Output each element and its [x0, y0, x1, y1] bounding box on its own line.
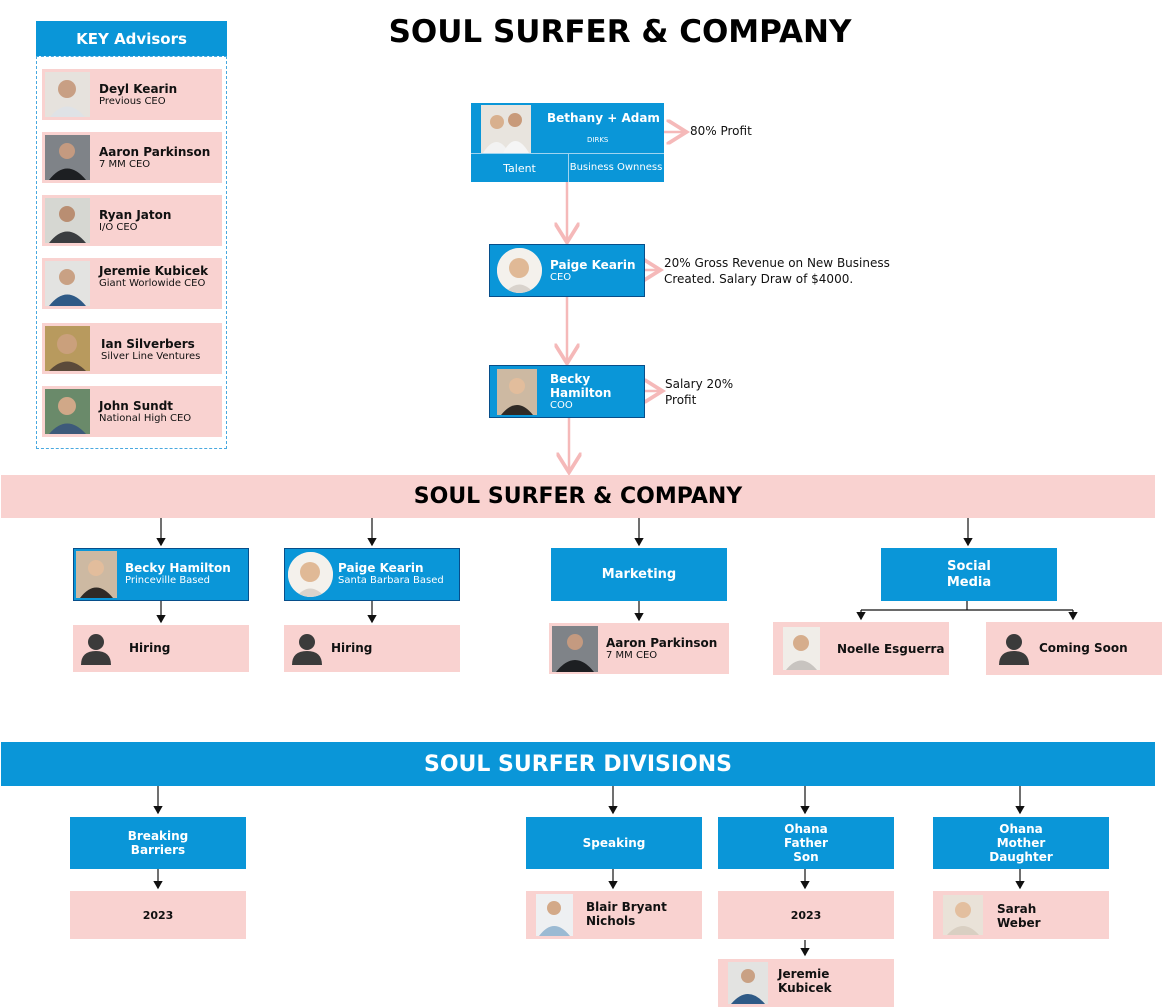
- ceo-note: 20% Gross Revenue on New Business Create…: [664, 256, 890, 286]
- person-name: Blair Bryant Nichols: [586, 900, 667, 928]
- year-card: 2023: [70, 891, 246, 939]
- company-band: SOUL SURFER & COMPANY: [1, 475, 1155, 518]
- person-photo: [76, 551, 117, 598]
- advisor-name: John Sundt: [99, 399, 174, 413]
- advisors-panel: [36, 56, 227, 449]
- advisor-name: Aaron Parkinson: [99, 145, 211, 159]
- person-photo: [45, 72, 90, 117]
- unit-sub: Princeville Based: [125, 575, 211, 586]
- division-person-card: Sarah Weber: [933, 891, 1109, 939]
- person-photo: [45, 261, 90, 306]
- year-card: 2023: [718, 891, 894, 939]
- hiring-card: Hiring: [73, 625, 249, 672]
- marketing-person-card: Aaron Parkinson 7 MM CEO: [549, 623, 729, 674]
- person-photo: [783, 627, 820, 670]
- ceo-box: Paige Kearin CEO: [489, 244, 645, 297]
- main-title: SOUL SURFER & COMPANY: [388, 14, 852, 50]
- division-speaking: Speaking: [526, 817, 702, 869]
- person-photo: [552, 626, 598, 672]
- advisor-name: Jeremie Kubicek: [99, 264, 209, 278]
- speaking-person-card: Blair Bryant Nichols: [526, 891, 702, 939]
- hiring-card: Hiring: [284, 625, 460, 672]
- coming-soon-label: Coming Soon: [1039, 641, 1128, 655]
- advisor-name: Ian Silverbers: [101, 337, 195, 351]
- advisor-role: I/O CEO: [99, 222, 138, 233]
- coo-name: Becky Hamilton: [550, 372, 612, 400]
- ceo-name: Paige Kearin: [550, 258, 636, 272]
- division-breaking-barriers: Breaking Barriers: [70, 817, 246, 869]
- advisor-card: Jeremie Kubicek Giant Worlowide CEO: [42, 258, 222, 309]
- person-photo: [943, 895, 983, 935]
- coo-role: COO: [550, 400, 573, 411]
- ceo-role: CEO: [550, 272, 572, 283]
- unit-social-media: Social Media: [881, 548, 1057, 601]
- person-photo: [536, 894, 573, 936]
- person-name: Aaron Parkinson: [606, 636, 718, 650]
- coming-soon-card: Coming Soon: [986, 622, 1162, 675]
- owners-sub: DIRKS: [587, 136, 609, 144]
- advisor-role: Silver Line Ventures: [101, 351, 201, 362]
- advisor-role: Giant Worlowide CEO: [99, 278, 206, 289]
- unit-sub: Santa Barbara Based: [338, 575, 444, 586]
- advisor-name: Deyl Kearin: [99, 82, 178, 96]
- unit-becky-hamilton: Becky Hamilton Princeville Based: [73, 548, 249, 601]
- person-name: Noelle Esguerra: [837, 642, 945, 656]
- unit-paige-kearin: Paige Kearin Santa Barbara Based: [284, 548, 460, 601]
- coo-note: Salary 20% Profit: [665, 377, 734, 407]
- hiring-label: Hiring: [129, 641, 171, 655]
- advisors-header: KEY Advisors: [36, 21, 227, 56]
- person-photo: [497, 369, 537, 415]
- owners-right-label: Business Ownness: [569, 162, 663, 173]
- user-silhouette-icon: [999, 634, 1029, 665]
- owners-left-label: Talent: [503, 161, 536, 175]
- advisor-role: National High CEO: [99, 413, 192, 424]
- owners-box: Bethany + Adam DIRKS Talent Business Own…: [471, 103, 664, 182]
- owners-name: Bethany + Adam: [547, 111, 660, 125]
- owners-note: 80% Profit: [690, 124, 752, 138]
- unit-name: Paige Kearin: [338, 561, 424, 575]
- person-photo: [45, 135, 90, 180]
- advisor-card: Aaron Parkinson 7 MM CEO: [42, 132, 222, 183]
- owners-split: [568, 153, 569, 182]
- person-photo: [481, 105, 531, 153]
- advisor-card: Deyl Kearin Previous CEO: [42, 69, 222, 120]
- unit-name: Becky Hamilton: [125, 561, 231, 575]
- advisor-role: 7 MM CEO: [99, 159, 151, 170]
- advisor-name: Ryan Jaton: [99, 208, 172, 222]
- person-photo: [45, 389, 90, 434]
- person-photo: [288, 552, 333, 597]
- person-photo: [45, 198, 90, 243]
- person-photo: [728, 962, 768, 1004]
- hiring-label: Hiring: [331, 641, 373, 655]
- user-silhouette-icon: [81, 634, 111, 665]
- advisor-card: John Sundt National High CEO: [42, 386, 222, 437]
- division-person-card: Jeremie Kubicek: [718, 959, 894, 1007]
- person-role: 7 MM CEO: [606, 650, 658, 661]
- advisor-card: Ryan Jaton I/O CEO: [42, 195, 222, 246]
- person-photo: [497, 248, 542, 293]
- social-person-card: Noelle Esguerra: [773, 622, 949, 675]
- unit-marketing: Marketing: [551, 548, 727, 601]
- advisor-role: Previous CEO: [99, 96, 166, 107]
- owners-divider: [471, 153, 664, 154]
- divisions-band: SOUL SURFER DIVISIONS: [1, 742, 1155, 786]
- advisor-card: Ian Silverbers Silver Line Ventures: [42, 323, 222, 374]
- person-photo: [45, 326, 90, 371]
- coo-box: Becky Hamilton COO: [489, 365, 645, 418]
- division-ohana-mother-daughter: Ohana Mother Daughter: [933, 817, 1109, 869]
- person-name: Jeremie Kubicek: [778, 967, 832, 995]
- user-silhouette-icon: [292, 634, 322, 665]
- division-ohana-father-son: Ohana Father Son: [718, 817, 894, 869]
- person-name: Sarah Weber: [997, 902, 1041, 930]
